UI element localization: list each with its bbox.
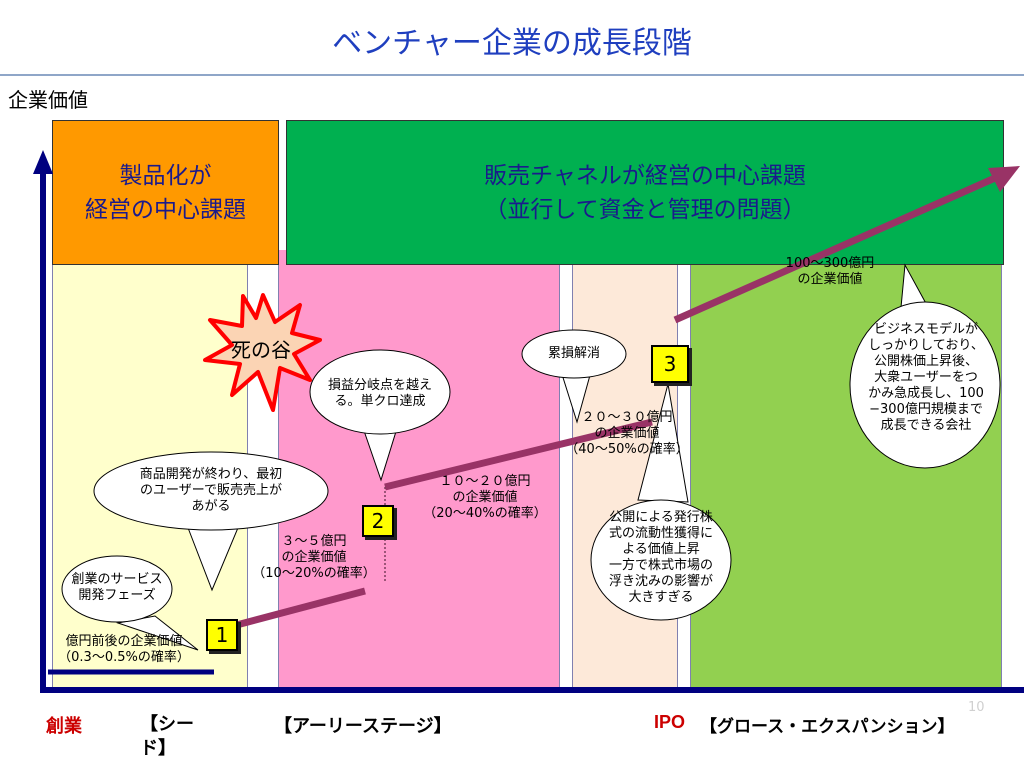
header-sales-line: 販売チャネルが経営の中心課題 bbox=[484, 162, 806, 189]
bubble-line: のユーザーで販売売上が bbox=[140, 483, 282, 498]
bubble-line: あがる bbox=[191, 499, 231, 514]
bubble-founding-shape bbox=[61, 555, 199, 651]
value-label-stage2b: １０〜２０億円 の企業価値 （20〜40%の確率） bbox=[410, 474, 560, 522]
value-line: の企業価値 bbox=[281, 550, 347, 565]
bubble-line: 開発フェーズ bbox=[78, 588, 156, 603]
stage-label-ipo: IPO bbox=[654, 712, 686, 732]
stage-label-seed: 【シー ド】 bbox=[140, 712, 220, 760]
header-product-line: 製品化が bbox=[119, 162, 212, 189]
bubble-line: かみ急成長し、100 bbox=[868, 386, 984, 401]
bubble-line: 式の流動性獲得に bbox=[608, 526, 713, 541]
growth-arrowhead bbox=[988, 166, 1020, 192]
death-valley-label: 死の谷 bbox=[231, 338, 291, 362]
bubble-line: 創業のサービス bbox=[71, 572, 163, 587]
value-label-stage1: 億円前後の企業価値 （0.3〜0.5%の確率） bbox=[44, 634, 204, 666]
stage-label-founding: 創業 bbox=[46, 716, 82, 736]
header-product-line: 経営の中心課題 bbox=[85, 196, 246, 223]
bubble-business-model-shape bbox=[849, 263, 1001, 469]
bubble-line: 大衆ユーザーをつ bbox=[874, 370, 978, 385]
bubble-cumulative: 累損解消 bbox=[530, 346, 618, 362]
value-line: ３〜５億円 bbox=[281, 534, 347, 549]
bubble-founding: 創業のサービス 開発フェーズ bbox=[62, 572, 172, 604]
bubble-business-model: ビジネスモデルが しっかりしており、 公開株価上昇後、 大衆ユーザーをつ かみ急… bbox=[856, 322, 996, 434]
value-line: の企業価値 bbox=[452, 490, 518, 505]
bubble-line: 公開株価上昇後、 bbox=[873, 354, 978, 369]
value-line: 100〜300億円 bbox=[785, 256, 875, 271]
bubble-line: よる価値上昇 bbox=[622, 542, 700, 557]
bubble-line: しっかりしており、 bbox=[868, 338, 984, 353]
bubble-line: ビジネスモデルが bbox=[873, 322, 978, 337]
header-product-phase: 製品化が 経営の中心課題 bbox=[52, 120, 279, 265]
value-label-stage2: ３〜５億円 の企業価値 （10〜20%の確率） bbox=[240, 534, 388, 582]
growth-line-2 bbox=[384, 418, 653, 491]
step-1-box: 1 bbox=[206, 619, 238, 651]
value-line: ２０〜３０億円 bbox=[581, 410, 673, 425]
value-line: （20〜40%の確率） bbox=[423, 506, 547, 521]
value-line: の企業価値 bbox=[797, 272, 863, 287]
header-sales-phase: 販売チャネルが経営の中心課題 （並行して資金と管理の問題） bbox=[286, 120, 1004, 265]
bubble-line: 大きすぎる bbox=[628, 590, 694, 605]
page-title: ベンチャー企業の成長段階 bbox=[332, 26, 692, 61]
bubble-ipo-liquidity-shape bbox=[590, 383, 732, 621]
bubble-first-sales-shape bbox=[93, 451, 329, 592]
y-axis-arrowhead bbox=[33, 150, 53, 174]
y-axis-label: 企業価値 bbox=[8, 88, 88, 112]
bubble-first-sales: 商品開発が終わり、最初 のユーザーで販売売上が あがる bbox=[104, 467, 318, 515]
value-line: 億円前後の企業価値 bbox=[65, 634, 183, 649]
bubble-breakeven: 損益分岐点を越え る。単クロ達成 bbox=[318, 378, 442, 410]
stage-label-seed-line: ド】 bbox=[140, 738, 176, 758]
bubble-line: 商品開発が終わり、最初 bbox=[139, 467, 283, 482]
stage-label-seed-line: 【シー bbox=[140, 714, 194, 734]
growth-line-1 bbox=[213, 587, 366, 635]
header-sales-line: （並行して資金と管理の問題） bbox=[484, 196, 806, 223]
bubble-line: 一方で株式市場の bbox=[608, 558, 713, 573]
value-line: （0.3〜0.5%の確率） bbox=[58, 650, 190, 665]
bubble-line: る。単クロ達成 bbox=[334, 394, 426, 409]
step-3-box: 3 bbox=[651, 345, 689, 383]
value-label-stage3: ２０〜３０億円 の企業価値 （40〜50%の確率） bbox=[552, 410, 702, 458]
value-line: の企業価値 bbox=[594, 426, 660, 441]
bubble-line: 損益分岐点を越え bbox=[327, 378, 432, 393]
title-divider bbox=[0, 74, 1024, 76]
stage-label-growth: 【グロース・エクスパンション】 bbox=[700, 717, 955, 736]
value-line: （40〜50%の確率） bbox=[565, 442, 689, 457]
bubble-ipo-liquidity: 公開による発行株 式の流動性獲得に よる価値上昇 一方で株式市場の 浮き沈みの影… bbox=[598, 510, 724, 606]
death-valley-starburst bbox=[203, 293, 322, 412]
bubble-line: 累損解消 bbox=[547, 346, 600, 361]
growth-line-3 bbox=[673, 174, 997, 324]
page-number: 10 bbox=[968, 700, 985, 715]
bubble-line: 浮き沈みの影響が bbox=[608, 574, 713, 589]
bubble-line: −300億円規模まで bbox=[869, 402, 983, 417]
bubble-breakeven-shape bbox=[309, 349, 451, 482]
stage-label-early: 【アーリーステージ】 bbox=[274, 716, 452, 736]
value-line: １０〜２０億円 bbox=[439, 474, 531, 489]
value-label-stage4: 100〜300億円 の企業価値 bbox=[768, 256, 892, 288]
bubble-line: 公開による発行株 bbox=[609, 510, 713, 525]
step-2-box: 2 bbox=[362, 505, 394, 537]
bubble-cumulative-shape bbox=[521, 329, 627, 424]
bubble-line: 成長できる会社 bbox=[880, 418, 972, 433]
value-line: （10〜20%の確率） bbox=[252, 566, 376, 581]
